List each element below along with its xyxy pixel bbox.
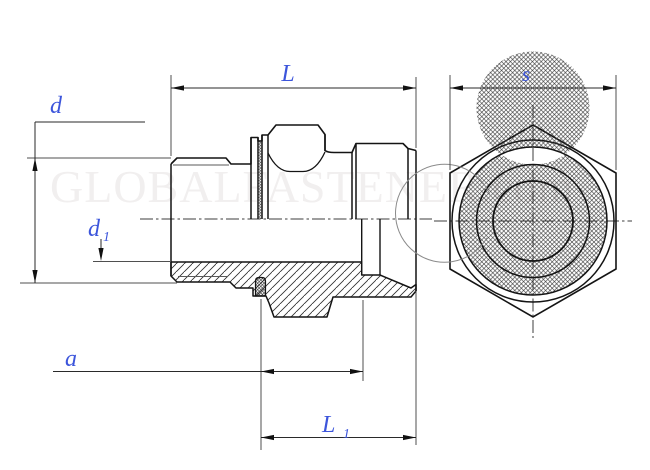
thread-arc	[395, 163, 492, 263]
section-hatch-region	[170, 261, 417, 318]
dimension-label-L1: L	[321, 412, 335, 438]
dimension-label-L: L	[280, 61, 294, 87]
hexagon-outline	[449, 124, 617, 318]
dimension-d: d	[20, 93, 177, 284]
dimension-d-reference-lines	[20, 157, 177, 284]
dimension-label-d: d	[50, 93, 63, 119]
dimension-L1: L 1	[261, 291, 417, 445]
dimension-s: s	[449, 62, 617, 170]
body-vertical-edges	[170, 134, 409, 276]
knurled-ring-inner	[475, 163, 591, 279]
arrowhead	[171, 85, 184, 91]
dimension-label-s: s	[522, 62, 530, 86]
dimension-a-extension-lines	[260, 299, 364, 450]
arrowhead	[403, 85, 416, 91]
dimension-d-line	[34, 121, 145, 283]
hex-chamfer-arcs	[267, 151, 326, 173]
arrowhead	[261, 368, 274, 375]
dimension-label-a: a	[65, 346, 77, 372]
dimension-a: a	[53, 299, 364, 450]
bore-circle	[492, 180, 574, 262]
arrowhead	[261, 434, 274, 441]
dimension-label-d1: d	[88, 216, 101, 242]
seal-band-outside	[258, 141, 262, 219]
seal-ring-section	[254, 276, 267, 297]
end-view	[395, 51, 632, 338]
arrowhead	[403, 434, 416, 441]
dimension-d1: d 1	[88, 216, 171, 262]
body-outline-top	[170, 124, 417, 165]
arrowhead	[32, 158, 38, 171]
dimension-s-extension-lines	[449, 75, 617, 170]
dimension-label-d1-subscript: 1	[103, 230, 110, 245]
arrowhead	[450, 85, 463, 91]
arrowhead	[350, 368, 363, 375]
dimensions: L s d d	[20, 61, 617, 450]
arrowhead	[603, 85, 616, 91]
side-view	[140, 124, 432, 318]
arrowhead	[32, 270, 38, 283]
dimension-label-L1-subscript: 1	[343, 427, 350, 442]
dimension-L: L	[170, 61, 417, 156]
counterbore-edges	[361, 219, 381, 275]
arrowhead	[98, 248, 104, 261]
knurled-ring-outer	[458, 146, 608, 296]
